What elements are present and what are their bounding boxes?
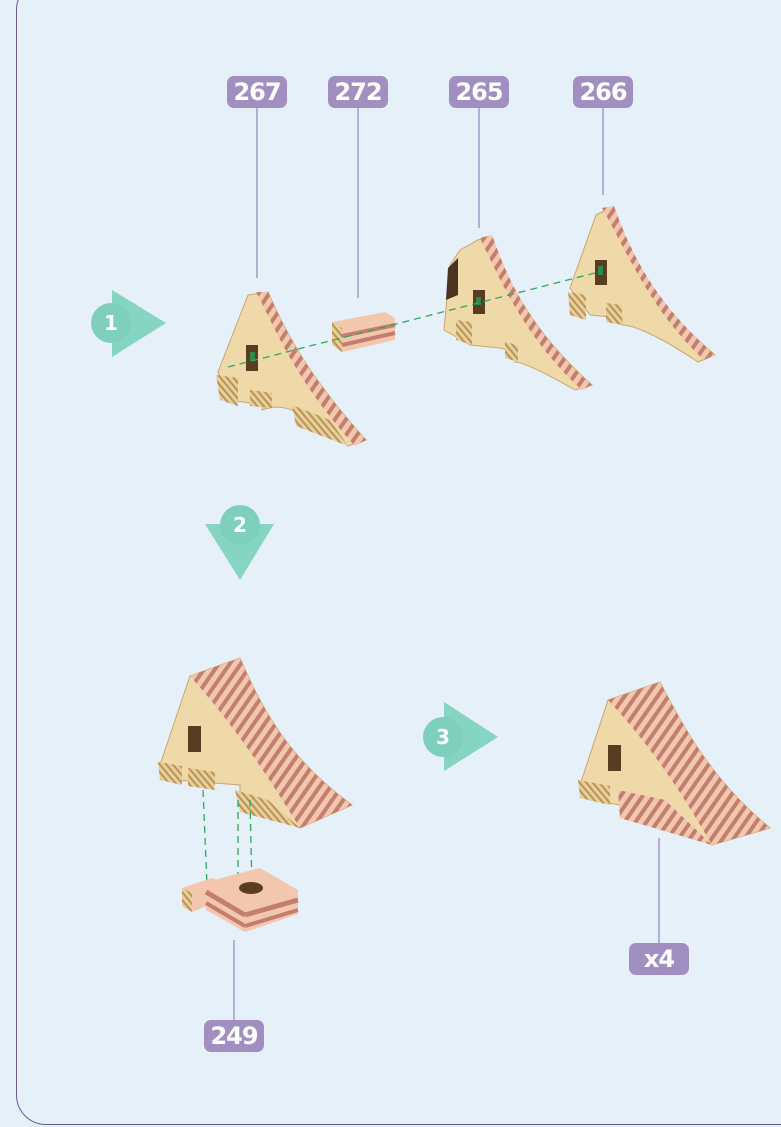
part-label-249: 249 [204, 1020, 264, 1052]
step-3-marker: 3 [423, 702, 498, 771]
step-2-marker: 2 [205, 505, 274, 580]
step-1-number: 1 [104, 311, 118, 335]
part-label-267: 267 [227, 76, 287, 108]
part-266-ramp-side [568, 206, 715, 362]
step-3-number: 3 [436, 725, 450, 749]
part-267-ramp-side [216, 292, 366, 446]
quantity-label: x4 [629, 943, 689, 975]
step-1-marker: 1 [91, 290, 166, 357]
part-label-272: 272 [328, 76, 388, 108]
part-249-base-block [182, 868, 298, 932]
finished-ramp [578, 682, 770, 845]
part-label-266: 266 [573, 76, 633, 108]
part-label-265: 265 [449, 76, 509, 108]
part-272-spacer-block [332, 312, 395, 352]
step-2-number: 2 [233, 513, 247, 537]
assembled-ramp [158, 658, 352, 828]
